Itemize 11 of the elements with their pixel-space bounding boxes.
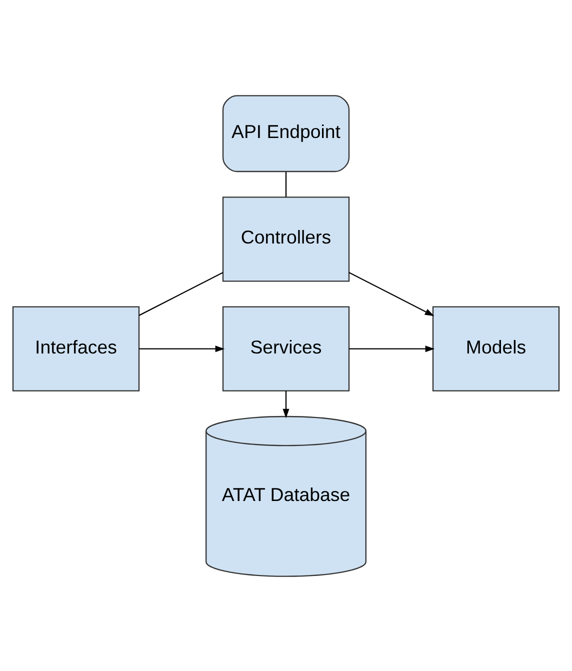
node-box: API Endpoint — [222, 94, 350, 172]
arrow — [282, 390, 290, 418]
arrow — [139, 345, 225, 352]
node-box: Controllers — [222, 196, 350, 282]
arrow — [348, 272, 434, 316]
connector — [139, 272, 224, 316]
connector — [285, 172, 287, 196]
node-box: Services — [222, 306, 350, 391]
node-box: Interfaces — [12, 306, 140, 391]
node-box: Models — [432, 306, 560, 391]
arrow — [349, 345, 435, 352]
